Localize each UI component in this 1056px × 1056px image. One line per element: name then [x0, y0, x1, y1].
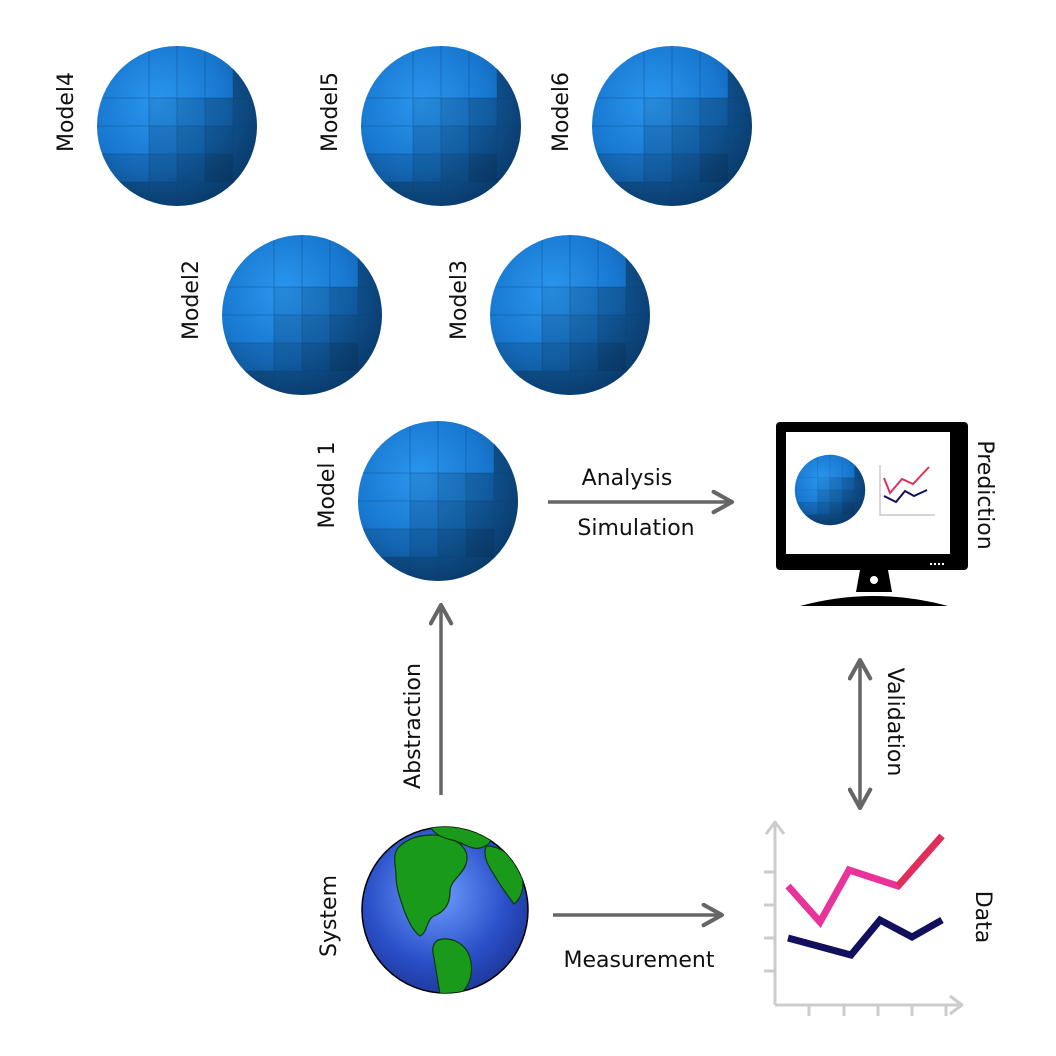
model1-label: Model 1 [315, 441, 340, 528]
data-chart-icon [764, 820, 964, 1016]
abstraction-label: Abstraction [401, 663, 426, 789]
model5-sphere [361, 46, 527, 212]
model4-label: Model4 [54, 72, 79, 152]
model4-sphere [97, 46, 263, 212]
model3-sphere [490, 235, 656, 401]
prediction-monitor-icon [776, 422, 968, 606]
analysis-label: Analysis [582, 466, 673, 491]
simulation-label: Simulation [577, 516, 694, 541]
model1-sphere [358, 421, 524, 587]
model3-label: Model3 [447, 260, 472, 340]
prediction-label: Prediction [972, 440, 997, 549]
model5-label: Model5 [318, 72, 343, 152]
validation-label: Validation [882, 668, 907, 777]
system-globe-icon [361, 826, 529, 994]
model2-sphere [222, 235, 388, 401]
model2-label: Model2 [179, 260, 204, 340]
model6-sphere [592, 46, 758, 212]
system-label: System [317, 875, 342, 957]
model6-label: Model6 [549, 72, 574, 152]
measurement-label: Measurement [563, 948, 714, 973]
data-label: Data [970, 891, 995, 944]
